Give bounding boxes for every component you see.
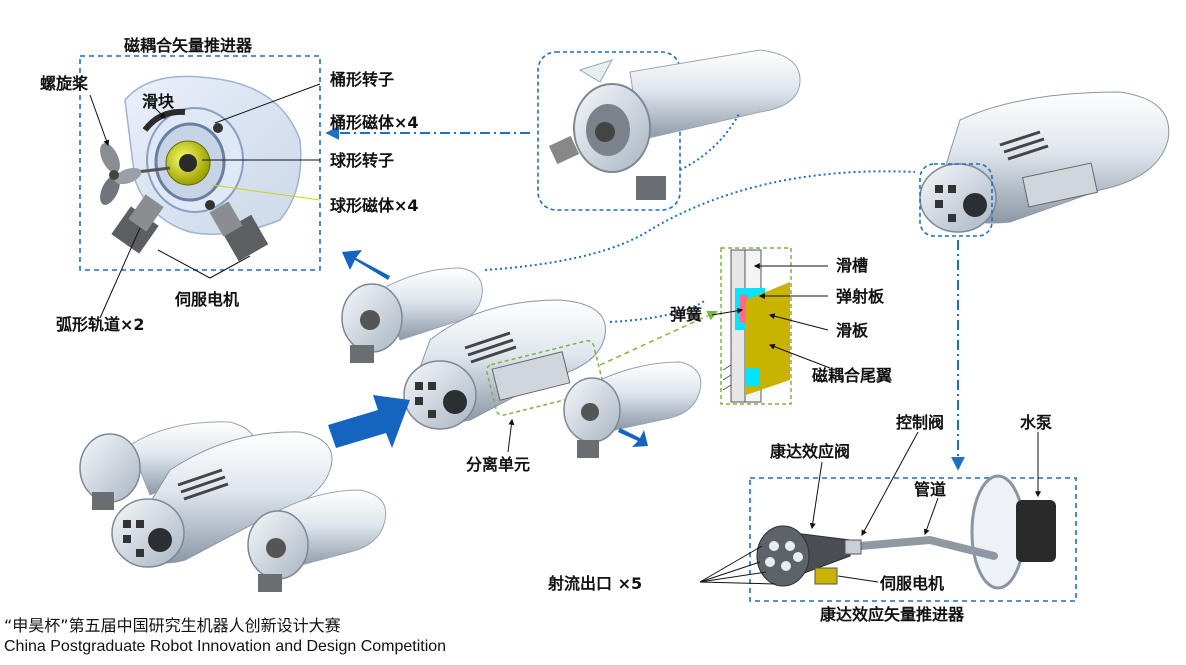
- robot-bottom-left: [79, 421, 387, 592]
- footer-line-1: “申昊杯”第五届中国研究生机器人创新设计大赛: [4, 616, 341, 635]
- label-coanda-valve: 康达效应阀: [770, 442, 850, 461]
- label-chute: 滑槽: [836, 256, 868, 275]
- label-sphere-magnet: 球形磁体×4: [330, 196, 419, 215]
- eject-plate-shape: [740, 295, 748, 323]
- label-pipe: 管道: [914, 480, 946, 499]
- link-dots-to-top-right: [484, 170, 916, 271]
- leader-lines-top-left: [89, 83, 321, 319]
- label-arc-track: 弧形轨道×2: [56, 315, 145, 334]
- motion-arrow-upper-left: [342, 250, 390, 280]
- link-dots-detail: [679, 111, 741, 171]
- label-barrel-rotor: 桶形转子: [330, 70, 394, 89]
- coanda-panel: [749, 474, 1077, 602]
- servo-motor-shape: [111, 194, 269, 262]
- robot-top-right: [919, 91, 1170, 237]
- label-barrel-magnet: 桶形磁体×4: [330, 113, 419, 132]
- label-slide-plate: 滑板: [836, 321, 869, 340]
- section-detail: [720, 247, 792, 405]
- label-coanda-thruster-title: 康达效应矢量推进器: [820, 605, 965, 624]
- label-separation-unit: 分离单元: [466, 455, 530, 474]
- water-pump-shape: [1016, 500, 1056, 562]
- propeller-shape: [100, 143, 171, 205]
- separation-unit-box: [485, 339, 605, 417]
- label-water-pump: 水泵: [1020, 413, 1052, 432]
- label-slider: 滑块: [142, 92, 175, 111]
- robot-middle: [341, 267, 702, 458]
- leader-lines-section: [507, 263, 831, 453]
- label-propeller: 螺旋桨: [40, 74, 89, 93]
- vector-thruster-panel: [79, 55, 321, 271]
- label-servo-motor: 伺服电机: [174, 290, 239, 309]
- big-blue-arrow: [328, 395, 410, 448]
- label-control-valve: 控制阀: [896, 413, 944, 432]
- label-servo-motor-2: 伺服电机: [879, 574, 944, 593]
- link-green-to-section: [599, 310, 718, 366]
- label-vector-thruster-title: 磁耦合矢量推进器: [124, 36, 253, 55]
- thruster-detail-panel: [537, 49, 801, 211]
- label-jet-outlet: 射流出口 ×5: [547, 574, 642, 593]
- label-tail-fin: 磁耦合尾翼: [812, 366, 892, 385]
- leader-lines-coanda: [699, 431, 1041, 585]
- pipe-shape: [856, 535, 998, 560]
- tail-fin-shape: [746, 282, 790, 395]
- label-spring: 弹簧: [670, 305, 702, 324]
- footer-line-2: China Postgraduate Robot Innovation and …: [4, 638, 446, 655]
- label-sphere-rotor: 球形转子: [330, 151, 394, 170]
- motion-arrow-lower-right: [618, 428, 648, 447]
- label-eject-plate: 弹射板: [836, 287, 885, 306]
